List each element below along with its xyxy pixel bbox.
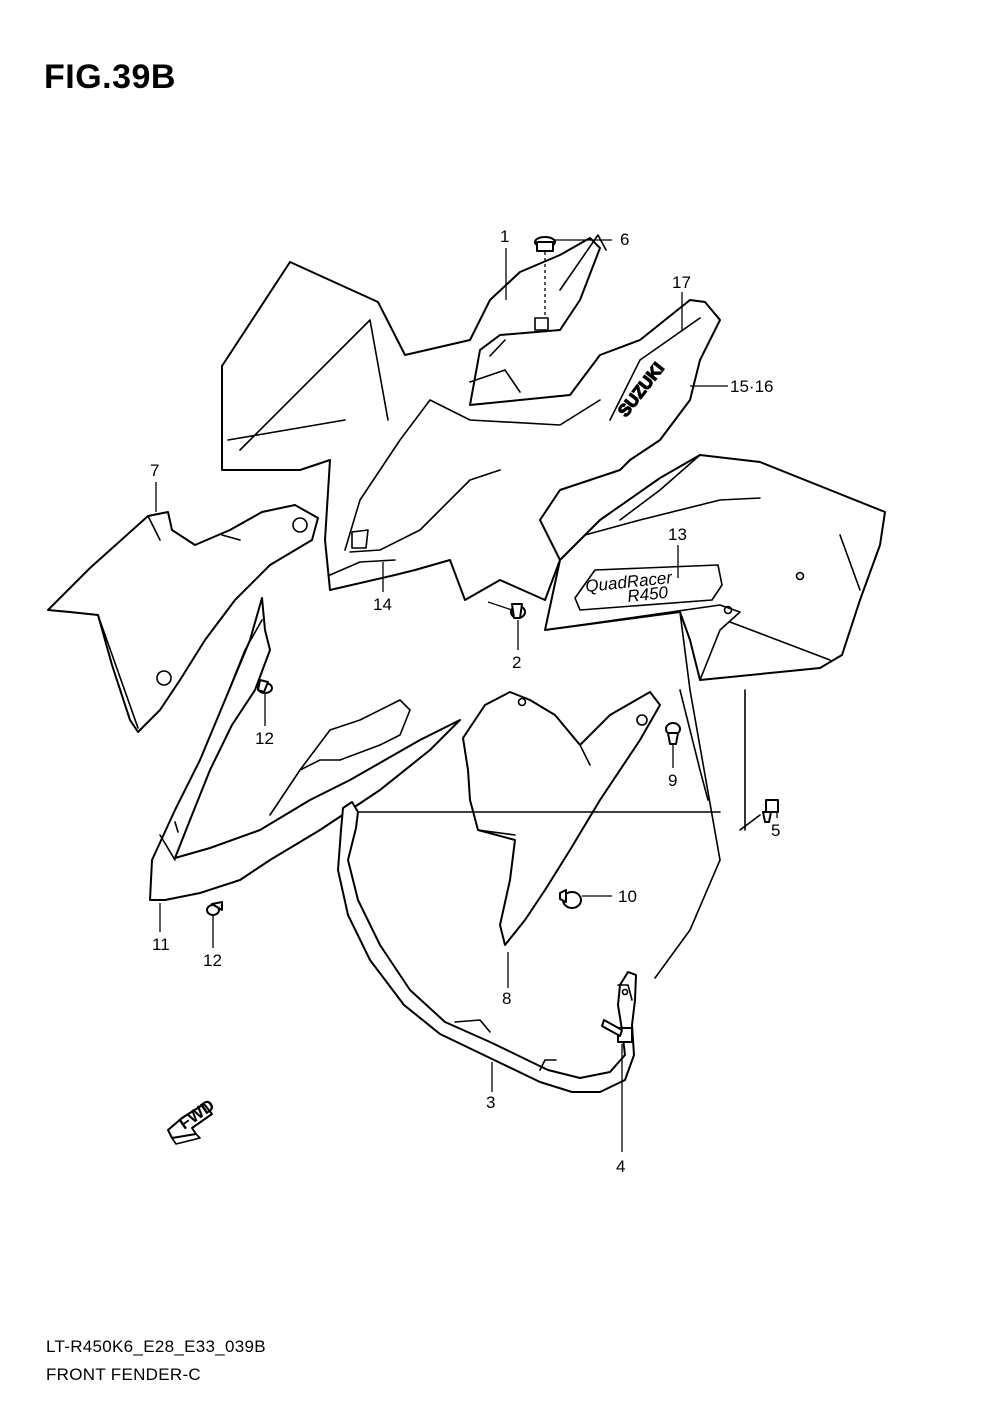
callout-2: 2 bbox=[512, 653, 521, 672]
lower-panel-part-11[interactable] bbox=[149, 597, 461, 901]
fwd-arrow-label: FWD bbox=[175, 1096, 218, 1134]
callout-14: 14 bbox=[373, 595, 392, 614]
callout-15-16: 15·16 bbox=[730, 377, 773, 396]
figure-footer: LT-R450K6_E28_E33_039B FRONT FENDER-C bbox=[46, 1333, 266, 1389]
quadracer-decal-line2: R450 bbox=[626, 583, 669, 606]
callout-7: 7 bbox=[150, 461, 159, 480]
front-fender-part-1[interactable] bbox=[221, 234, 721, 601]
inner-panel-part-8[interactable] bbox=[462, 691, 661, 946]
screw-part-2[interactable] bbox=[510, 603, 526, 619]
callout-17: 17 bbox=[672, 273, 691, 292]
bolt-part-5[interactable] bbox=[762, 799, 779, 823]
screw-part-12-lower[interactable] bbox=[206, 901, 223, 916]
callout-12-upper: 12 bbox=[255, 729, 274, 748]
front-fender-right-wing[interactable] bbox=[544, 454, 886, 691]
callout-5: 5 bbox=[771, 821, 780, 840]
figure-title: FIG.39B bbox=[44, 58, 176, 96]
callout-3: 3 bbox=[486, 1093, 495, 1112]
clip-part-10[interactable] bbox=[559, 889, 582, 909]
callout-9: 9 bbox=[668, 771, 677, 790]
callout-4: 4 bbox=[616, 1157, 625, 1176]
bracket-part-3[interactable] bbox=[337, 801, 721, 1093]
fwd-arrow-icon: FWD bbox=[167, 1096, 218, 1145]
model-code: LT-R450K6_E28_E33_039B bbox=[46, 1337, 266, 1356]
clip-part-6[interactable] bbox=[534, 236, 556, 318]
callout-11: 11 bbox=[152, 935, 170, 954]
fender-rear-outline bbox=[654, 689, 761, 979]
leader-lines bbox=[155, 239, 778, 1152]
callout-8: 8 bbox=[502, 989, 511, 1008]
side-panel-part-7[interactable] bbox=[47, 504, 319, 733]
callout-1: 1 bbox=[500, 227, 509, 246]
bolt-part-4[interactable] bbox=[601, 1019, 633, 1043]
screw-part-12-upper[interactable] bbox=[257, 679, 273, 694]
callout-10: 10 bbox=[618, 887, 637, 906]
screw-part-9[interactable] bbox=[665, 722, 681, 745]
callout-13: 13 bbox=[668, 525, 687, 544]
callout-6: 6 bbox=[620, 230, 629, 249]
section-name: FRONT FENDER-C bbox=[46, 1365, 201, 1384]
callout-12-lower: 12 bbox=[203, 951, 222, 970]
